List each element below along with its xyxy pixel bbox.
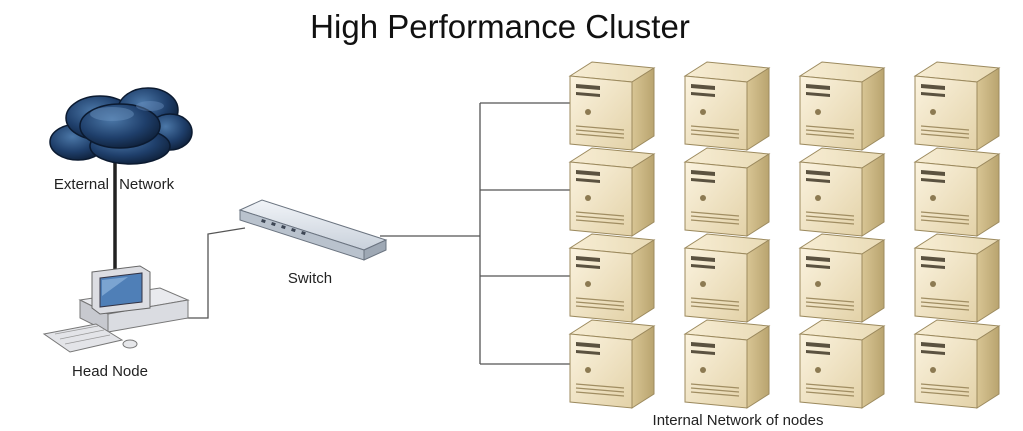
server-tower-icon <box>914 147 1000 237</box>
server-tower-icon <box>914 61 1000 151</box>
network-switch-icon <box>238 199 388 261</box>
server-tower-icon <box>569 233 655 323</box>
external-network-label: External Network <box>54 176 175 193</box>
switch-label: Switch <box>288 270 332 287</box>
page-title: High Performance Cluster <box>310 8 690 45</box>
server-tower-icon <box>799 319 885 409</box>
server-tower-icon <box>914 319 1000 409</box>
connection-lines <box>113 102 578 365</box>
server-tower-icon <box>684 147 770 237</box>
cloud-icon <box>49 87 193 165</box>
server-tower-icon <box>799 233 885 323</box>
compute-node-grid <box>569 61 1000 409</box>
server-tower-icon <box>684 319 770 409</box>
server-tower-icon <box>569 147 655 237</box>
internal-network-label: Internal Network of nodes <box>653 412 824 429</box>
workstation-icon <box>42 265 190 353</box>
server-tower-icon <box>684 233 770 323</box>
server-tower-icon <box>684 61 770 151</box>
head-node-label: Head Node <box>72 363 148 380</box>
server-tower-icon <box>799 147 885 237</box>
server-tower-icon <box>799 61 885 151</box>
server-tower-icon <box>569 61 655 151</box>
server-tower-icon <box>569 319 655 409</box>
head-to-switch-line <box>185 227 246 319</box>
server-tower-icon <box>914 233 1000 323</box>
